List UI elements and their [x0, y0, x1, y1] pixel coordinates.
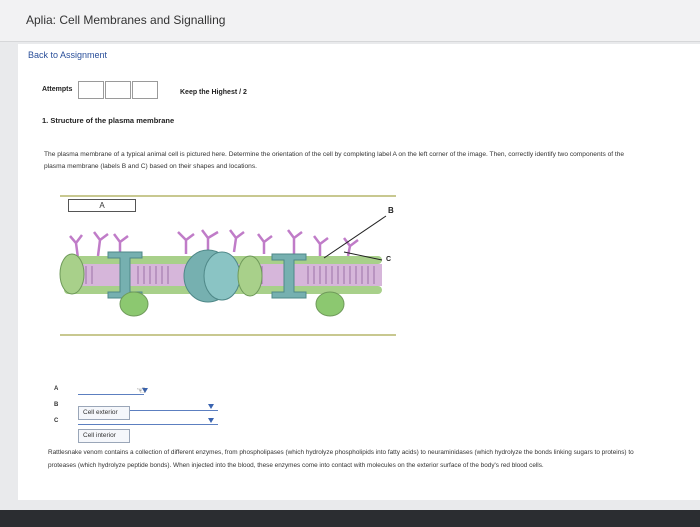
top-bar: Aplia: Cell Membranes and Signalling [0, 0, 700, 42]
option-cell-interior[interactable]: Cell interior [78, 429, 130, 443]
back-to-assignment-link[interactable]: Back to Assignment [28, 50, 108, 60]
answer-row-b-letter: B [54, 402, 59, 408]
plasma-membrane-figure [59, 195, 396, 336]
label-a-box[interactable]: A [68, 199, 136, 212]
screen: Aplia: Cell Membranes and Signalling Bac… [0, 0, 700, 510]
chevron-down-icon[interactable] [208, 404, 214, 409]
attempt-box [78, 81, 104, 99]
attempt-box [132, 81, 158, 99]
dropdown-c[interactable] [78, 424, 218, 425]
chevron-down-icon[interactable] [208, 418, 214, 423]
pointer-cursor-icon: ☜ [136, 385, 146, 397]
chevron-down-icon[interactable] [142, 388, 148, 393]
dropdown-b[interactable] [78, 410, 218, 411]
bottom-strip [0, 510, 700, 527]
question-instructions: The plasma membrane of a typical animal … [44, 151, 625, 170]
answer-row-c-letter: C [54, 418, 59, 424]
answer-row-a-letter: A [54, 386, 59, 392]
attempts-indicator [78, 81, 159, 99]
attempts-label: Attempts [42, 86, 73, 93]
attempt-box [105, 81, 131, 99]
dropdown-a[interactable] [78, 394, 144, 395]
sugar-chains [69, 229, 359, 259]
membrane-proteins [59, 249, 345, 317]
label-b: B [388, 206, 394, 215]
label-c: C [386, 256, 392, 263]
keep-highest-label: Keep the Highest / 2 [180, 89, 247, 96]
passage-text: Rattlesnake venom contains a collection … [48, 449, 634, 469]
question-title: 1. Structure of the plasma membrane [42, 116, 175, 125]
option-cell-exterior[interactable]: Cell exterior [78, 406, 130, 420]
app-title: Aplia: Cell Membranes and Signalling [26, 13, 226, 27]
